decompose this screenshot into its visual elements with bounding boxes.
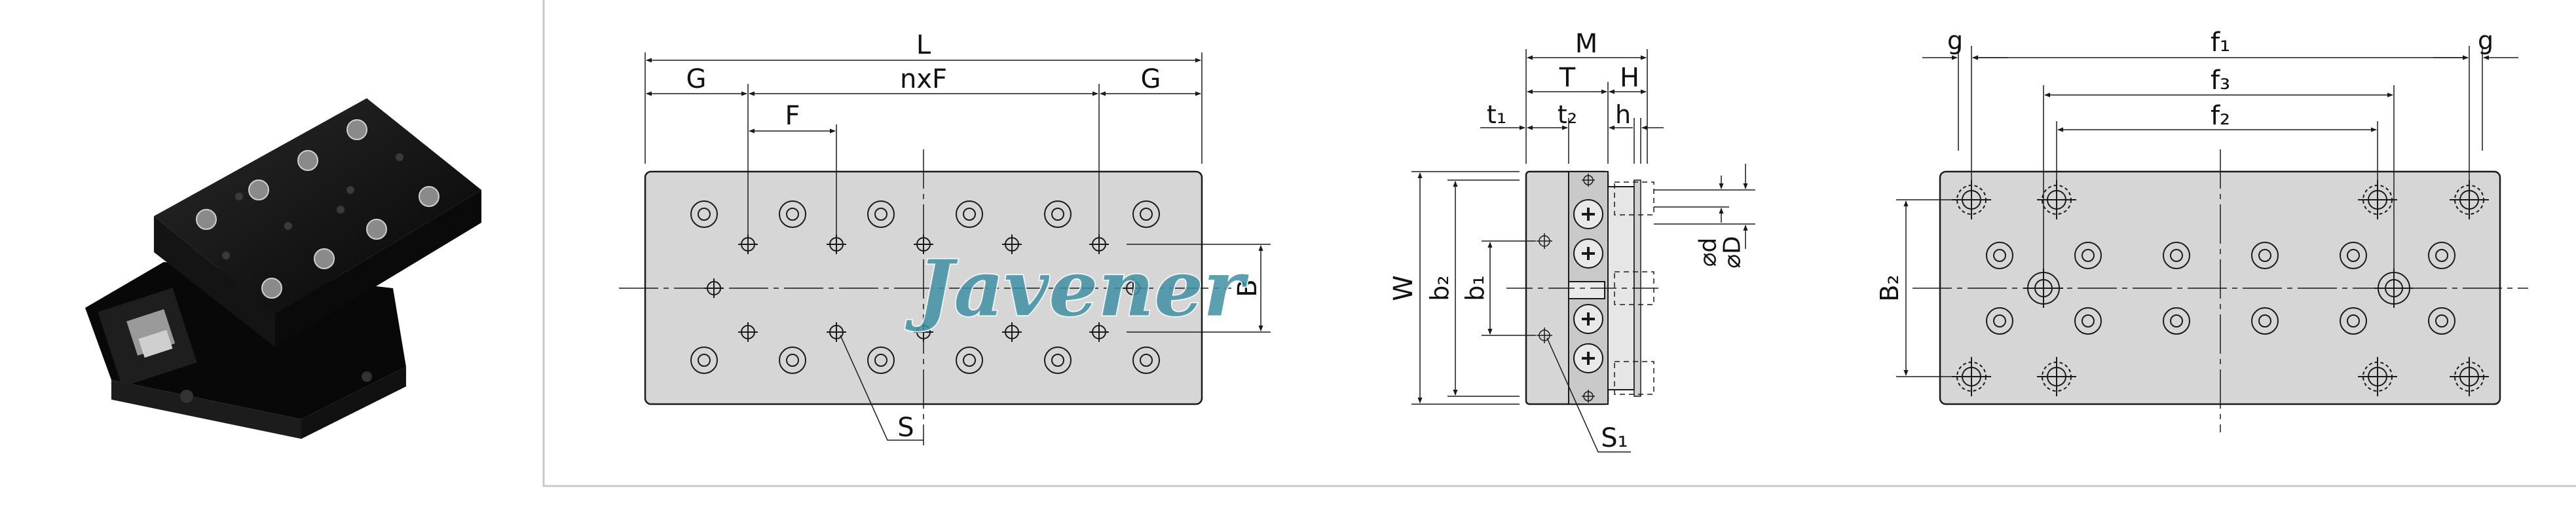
dim-H: H (1620, 63, 1639, 93)
dim-f1: f₁ (2211, 28, 2230, 58)
side-screws (1568, 199, 1605, 373)
dim-T: T (1559, 63, 1576, 93)
side-view-labels: M T H t₁ t₂ h W b₂ b₁ ⌀d ⌀D S₁ (1389, 29, 1746, 453)
dim-D: ⌀D (1719, 236, 1746, 268)
product-photo (85, 98, 481, 439)
top-view (619, 52, 1271, 445)
dim-t1: t₁ (1487, 100, 1506, 129)
dim-G-right: G (1141, 64, 1161, 94)
top-view-labels: L G nxF G F B S (686, 30, 1263, 443)
dim-b2: b₂ (1425, 275, 1454, 301)
side-view (1411, 49, 1755, 453)
label-S: S (897, 413, 914, 443)
label-S1: S₁ (1601, 423, 1628, 453)
bottom-view (1896, 46, 2528, 432)
dim-B2: B₂ (1875, 274, 1904, 301)
dim-g-right: g (2478, 26, 2493, 55)
dim-W: W (1389, 275, 1419, 301)
dim-t2: t₂ (1558, 100, 1577, 129)
mounting-holes (1952, 180, 2489, 396)
dim-f3: f₃ (2211, 66, 2230, 96)
dim-nxF: nxF (900, 64, 947, 94)
dim-h: h (1615, 100, 1631, 129)
dim-L: L (916, 30, 931, 60)
dim-f2: f₂ (2211, 101, 2230, 131)
dim-M: M (1575, 29, 1598, 59)
dim-B: B (1233, 279, 1263, 297)
threaded-holes (704, 234, 1143, 342)
dim-F: F (785, 101, 800, 131)
bottom-view-labels: g f₁ g f₃ f₂ B₂ (1875, 26, 2493, 302)
drawing-frame (542, 0, 2576, 487)
dim-d: ⌀d (1695, 238, 1722, 267)
watermark-javener: Javener (905, 243, 1250, 334)
dim-g-left: g (1947, 26, 1963, 55)
counterbore-holes (690, 200, 1160, 374)
dim-G-left: G (686, 64, 707, 94)
dim-b1: b₁ (1461, 275, 1489, 301)
